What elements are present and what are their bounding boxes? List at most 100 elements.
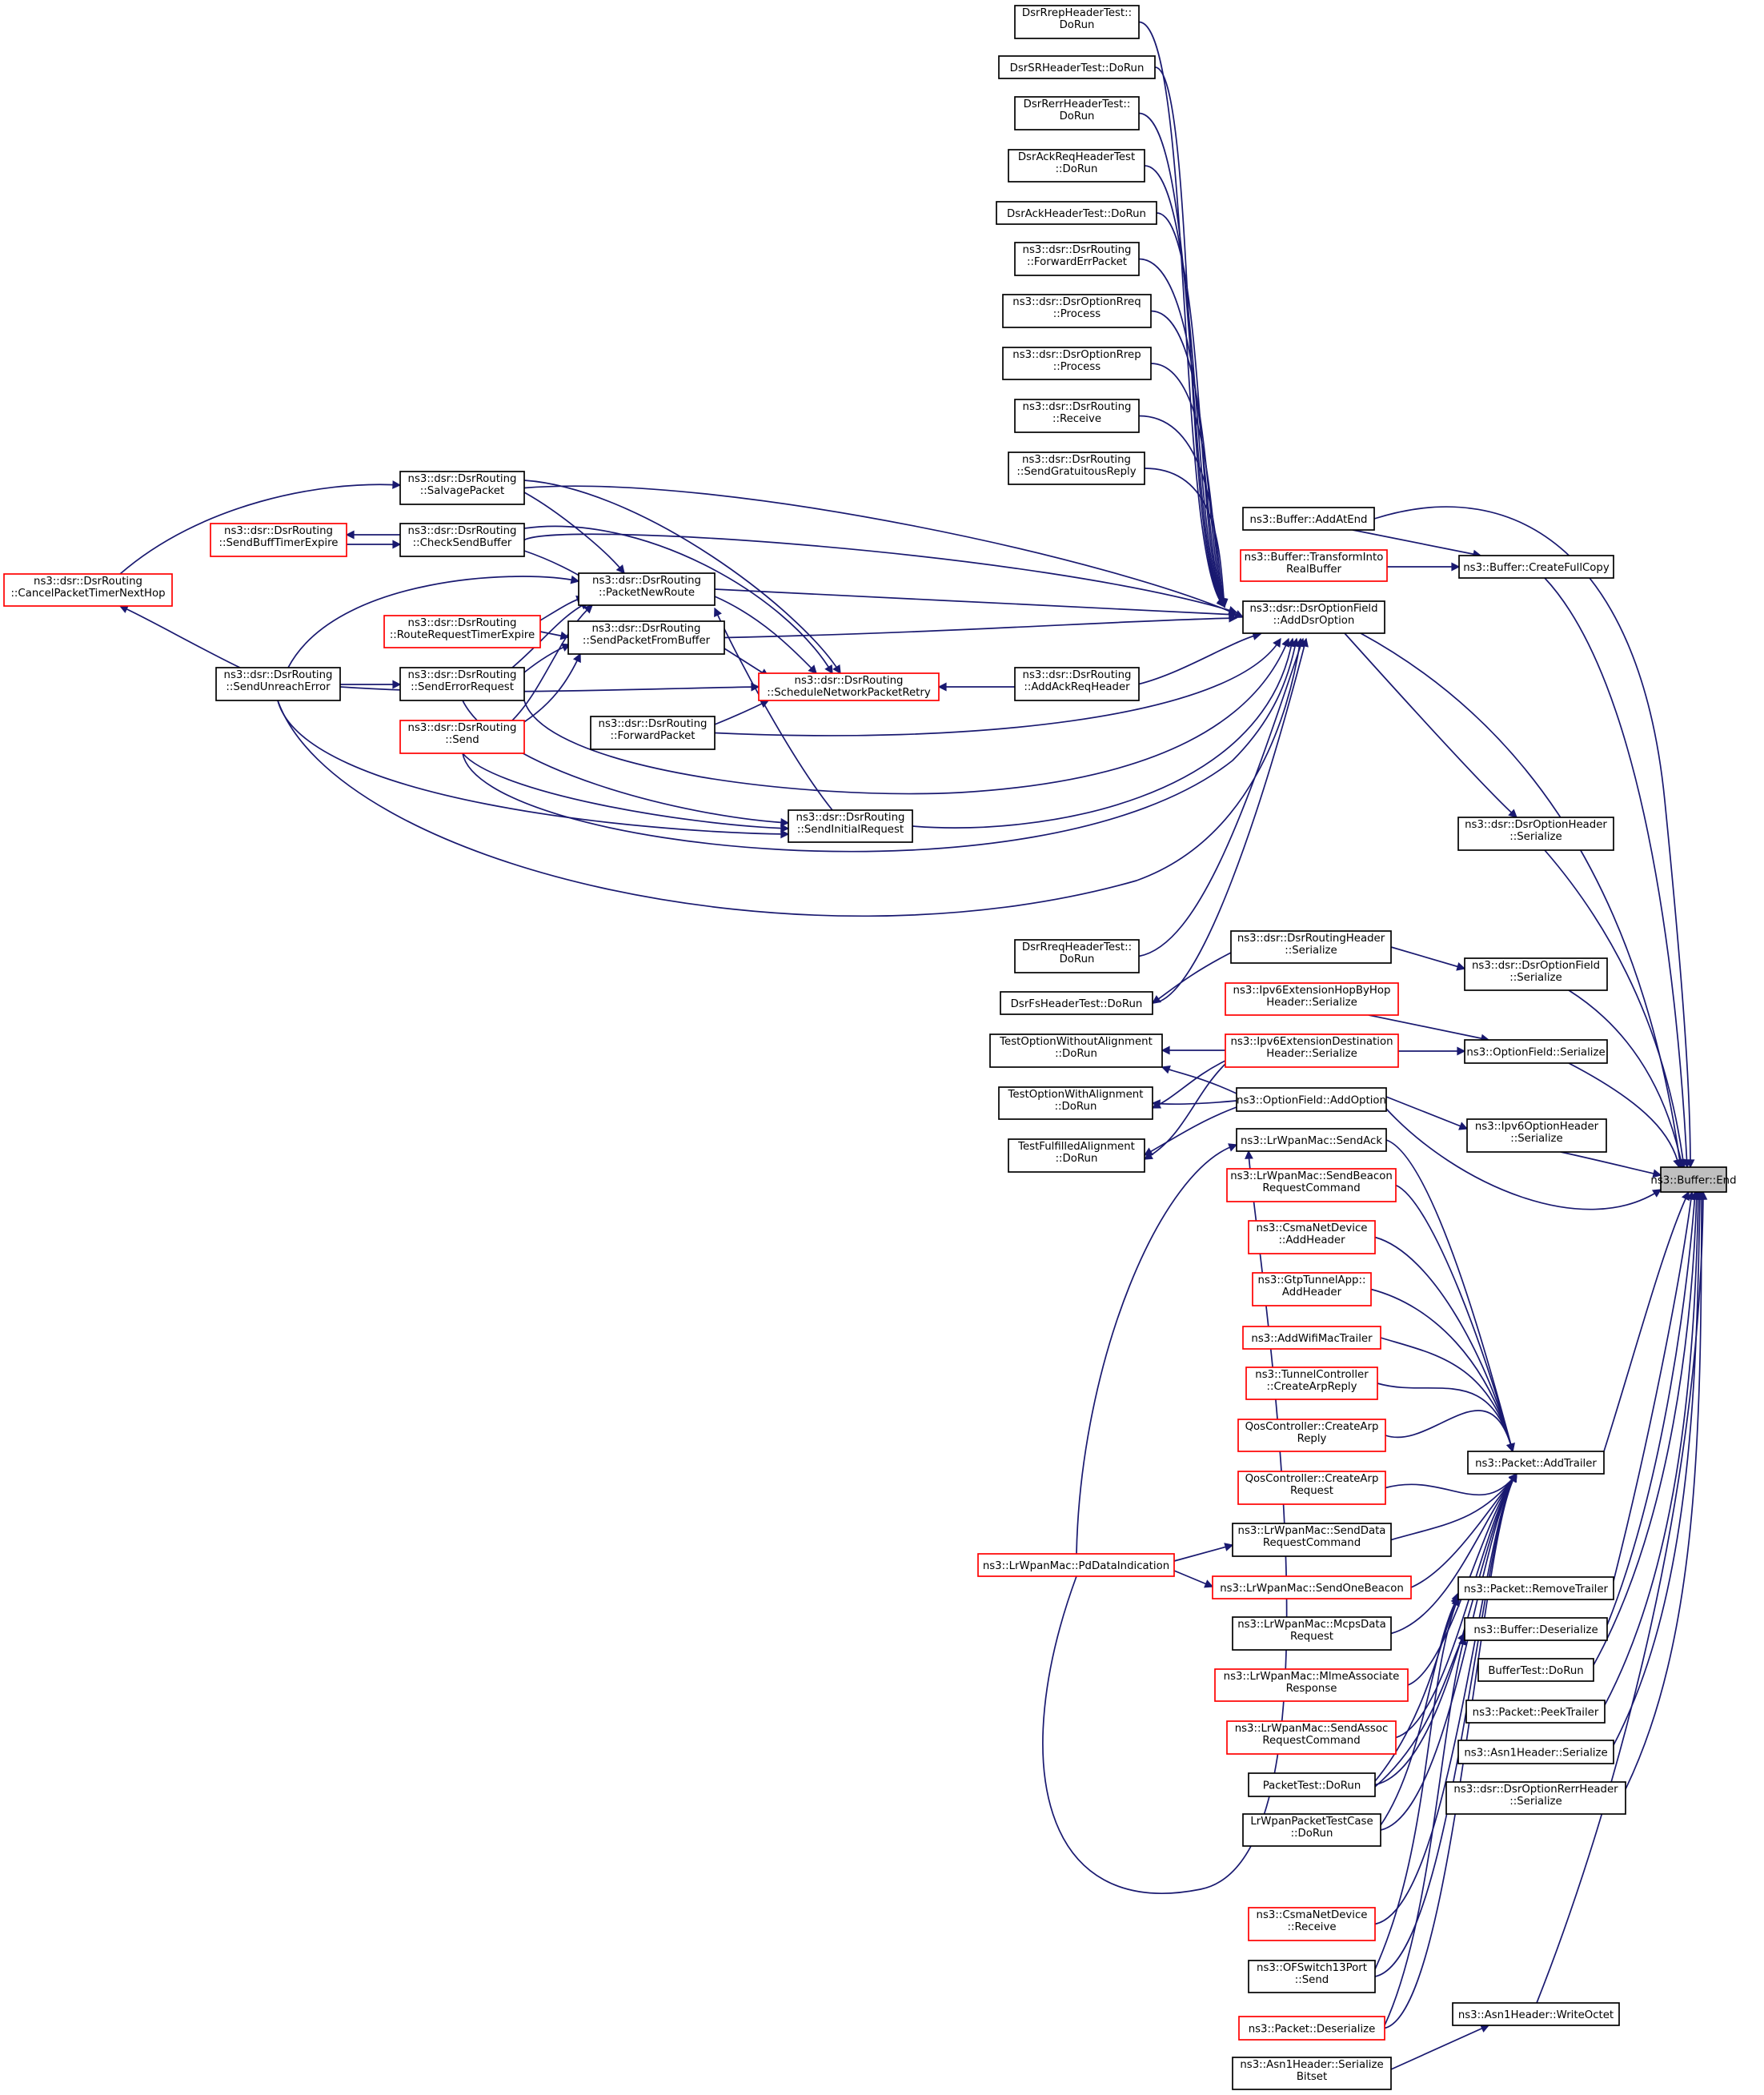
node-box bbox=[1212, 1575, 1412, 1599]
node-ipv6dest[interactable]: ns3::Ipv6ExtensionDestinationHeader::Ser… bbox=[1225, 1033, 1399, 1068]
node-ofswitchsend[interactable]: ns3::OFSwitch13Port::Send bbox=[1248, 1960, 1376, 1993]
node-fsheadertest[interactable]: DsrFsHeaderTest::DoRun bbox=[1000, 991, 1153, 1015]
node-addtrailer[interactable]: ns3::Packet::AddTrailer bbox=[1467, 1451, 1605, 1475]
node-ackreqheadertest[interactable]: DsrAckReqHeaderTest::DoRun bbox=[1008, 149, 1145, 183]
node-forwarderrpacket[interactable]: ns3::dsr::DsrRouting::ForwardErrPacket bbox=[1014, 242, 1140, 276]
node-rreqheadertest[interactable]: DsrRreqHeaderTest::DoRun bbox=[1014, 939, 1140, 973]
node-testnoalign[interactable]: TestOptionWithoutAlignment::DoRun bbox=[989, 1033, 1163, 1068]
node-root[interactable]: ns3::Buffer::End bbox=[1650, 1166, 1737, 1193]
edge-salvage-to-adddsroption bbox=[523, 485, 1244, 618]
node-dsrsend[interactable]: ns3::dsr::DsrRouting::Send bbox=[399, 720, 525, 754]
node-dsrreceive[interactable]: ns3::dsr::DsrRouting::Receive bbox=[1014, 399, 1140, 433]
edge-qosarpreply-to-addtrailer bbox=[1385, 1410, 1513, 1452]
edge-senderrorreq-to-packetnewroute bbox=[511, 601, 589, 668]
node-routereqtimer[interactable]: ns3::dsr::DsrRouting::RouteRequestTimerE… bbox=[383, 615, 541, 648]
node-removetrailer[interactable]: ns3::Packet::RemoveTrailer bbox=[1457, 1576, 1614, 1600]
node-rrepprocess[interactable]: ns3::dsr::DsrOptionRrep::Process bbox=[1002, 347, 1152, 380]
node-label-line: ns3::dsr::DsrOptionField bbox=[1249, 603, 1377, 615]
node-checksendbuffer[interactable]: ns3::dsr::DsrRouting::CheckSendBuffer bbox=[399, 523, 525, 557]
node-testfulfilled[interactable]: TestFulfilledAlignment::DoRun bbox=[1008, 1138, 1145, 1173]
node-rrepheadertest[interactable]: DsrRrepHeaderTest::DoRun bbox=[1014, 5, 1140, 39]
node-lrwpanpackettest[interactable]: LrWpanPacketTestCase::DoRun bbox=[1242, 1813, 1381, 1847]
edge-ackreqheadertest-to-adddsroption bbox=[1144, 165, 1225, 608]
node-adddsroption[interactable]: ns3::dsr::DsrOptionField::AddDsrOption bbox=[1242, 600, 1385, 634]
node-dsroptionheader[interactable]: ns3::dsr::DsrOptionHeader::Serialize bbox=[1457, 817, 1614, 851]
edge-forwardpacket-to-schedretry bbox=[714, 700, 769, 725]
node-dsrroutingheader[interactable]: ns3::dsr::DsrRoutingHeader::Serialize bbox=[1230, 930, 1392, 964]
node-packetnewroute[interactable]: ns3::dsr::DsrRouting::PacketNewRoute bbox=[578, 572, 716, 606]
node-label-line: ns3::dsr::DsrRouting bbox=[408, 617, 517, 629]
node-optionfieldser[interactable]: ns3::OptionField::Serialize bbox=[1464, 1039, 1608, 1064]
node-buffertest[interactable]: BufferTest::DoRun bbox=[1477, 1658, 1594, 1682]
node-salvage[interactable]: ns3::dsr::DsrRouting::SalvagePacket bbox=[399, 471, 525, 505]
node-label-line: Bitset bbox=[1297, 2071, 1327, 2083]
node-senderrorreq[interactable]: ns3::dsr::DsrRouting::SendErrorRequest bbox=[399, 667, 525, 701]
arrowhead-dsrsend-to-packetnewroute bbox=[583, 604, 593, 614]
node-ackheadertest[interactable]: DsrAckHeaderTest::DoRun bbox=[996, 201, 1157, 225]
node-addackreqheader[interactable]: ns3::dsr::DsrRouting::AddAckReqHeader bbox=[1014, 667, 1140, 701]
node-createfullcopy[interactable]: ns3::Buffer::CreateFullCopy bbox=[1458, 555, 1614, 579]
node-peektrailer[interactable]: ns3::Packet::PeekTrailer bbox=[1465, 1700, 1606, 1724]
node-optionfieldadd[interactable]: ns3::OptionField::AddOption bbox=[1236, 1087, 1387, 1112]
node-writeoctet[interactable]: ns3::Asn1Header::WriteOctet bbox=[1452, 2002, 1620, 2026]
node-gtpaddheader[interactable]: ns3::GtpTunnelApp::AddHeader bbox=[1252, 1272, 1372, 1306]
arrowhead-checksendbuffer-to-schedretry bbox=[824, 664, 833, 675]
node-forwardpacket[interactable]: ns3::dsr::DsrRouting::ForwardPacket bbox=[590, 716, 716, 750]
edge-pdindication-to-senddatareq bbox=[1173, 1544, 1233, 1562]
node-testalign[interactable]: TestOptionWithAlignment::DoRun bbox=[998, 1086, 1153, 1120]
node-box bbox=[399, 667, 525, 701]
node-addatend[interactable]: ns3::Buffer::AddAtEnd bbox=[1242, 507, 1375, 531]
arrowhead-pdindication-to-sendonebeacon bbox=[1204, 1579, 1214, 1588]
edge-asn1bitset-to-writeoctet bbox=[1390, 2025, 1489, 2070]
node-label-line: ::Serialize bbox=[1285, 945, 1337, 957]
node-sendfrombuffer[interactable]: ns3::dsr::DsrRouting::SendPacketFromBuff… bbox=[567, 620, 725, 655]
node-box bbox=[998, 55, 1156, 79]
node-cancelpacket[interactable]: ns3::dsr::DsrRouting::CancelPacketTimerN… bbox=[3, 573, 173, 607]
node-csmareceive[interactable]: ns3::CsmaNetDevice::Receive bbox=[1248, 1907, 1376, 1941]
node-label-line: ns3::dsr::DsrRouting bbox=[1023, 244, 1132, 256]
node-rerrheadertest[interactable]: DsrRerrHeaderTest::DoRun bbox=[1014, 96, 1140, 130]
node-qosarpreply[interactable]: QosController::CreateArpReply bbox=[1237, 1419, 1386, 1452]
node-label-line: ::SendErrorRequest bbox=[411, 681, 514, 693]
node-pdindication[interactable]: ns3::LrWpanMac::PdDataIndication bbox=[977, 1553, 1175, 1577]
node-sendbufftimer[interactable]: ns3::dsr::DsrRouting::SendBuffTimerExpir… bbox=[210, 523, 347, 557]
node-rerrheader[interactable]: ns3::dsr::DsrOptionRerrHeader::Serialize bbox=[1445, 1781, 1626, 1815]
node-sendunreach[interactable]: ns3::dsr::DsrRouting::SendUnreachError bbox=[215, 667, 341, 701]
node-csmaaddheader[interactable]: ns3::CsmaNetDevice::AddHeader bbox=[1248, 1220, 1376, 1254]
node-sendinitialreq[interactable]: ns3::dsr::DsrRouting::SendInitialRequest bbox=[788, 809, 913, 843]
edge-rreqheadertest-to-adddsroption bbox=[1138, 638, 1304, 957]
edge-optionfieldadd-to-root bbox=[1385, 1108, 1662, 1210]
node-sendack[interactable]: ns3::LrWpanMac::SendAck bbox=[1236, 1128, 1387, 1152]
node-packettest[interactable]: PacketTest::DoRun bbox=[1248, 1772, 1376, 1797]
node-label-line: ::Process bbox=[1053, 308, 1100, 320]
node-asn1ser[interactable]: ns3::Asn1Header::Serialize bbox=[1457, 1740, 1614, 1764]
node-box bbox=[788, 809, 913, 843]
node-bufferdeser[interactable]: ns3::Buffer::Deserialize bbox=[1464, 1617, 1608, 1641]
node-rreqprocess[interactable]: ns3::dsr::DsrOptionRreq::Process bbox=[1002, 294, 1152, 328]
node-box bbox=[989, 1033, 1163, 1068]
node-ipv6optionheader[interactable]: ns3::Ipv6OptionHeader::Serialize bbox=[1466, 1118, 1607, 1153]
node-addwifimactrailer[interactable]: ns3::AddWifiMacTrailer bbox=[1242, 1326, 1381, 1350]
node-ipv6hbh[interactable]: ns3::Ipv6ExtensionHopByHopHeader::Serial… bbox=[1225, 982, 1399, 1016]
node-packetdeser[interactable]: ns3::Packet::Deserialize bbox=[1238, 2016, 1385, 2041]
node-label-line: ns3::LrWpanMac::PdDataIndication bbox=[983, 1560, 1169, 1572]
node-sendonebeacon[interactable]: ns3::LrWpanMac::SendOneBeacon bbox=[1212, 1575, 1412, 1599]
node-schedretry[interactable]: ns3::dsr::DsrRouting::ScheduleNetworkPac… bbox=[758, 672, 940, 701]
node-dsroptionfieldser[interactable]: ns3::dsr::DsrOptionField::Serialize bbox=[1464, 957, 1608, 991]
node-srheadertest[interactable]: DsrSRHeaderTest::DoRun bbox=[998, 55, 1156, 79]
node-box bbox=[1225, 1033, 1399, 1068]
node-tunnelarp[interactable]: ns3::TunnelController::CreateArpReply bbox=[1245, 1367, 1378, 1400]
node-gratuitous[interactable]: ns3::dsr::DsrRouting::SendGratuitousRepl… bbox=[1008, 452, 1145, 485]
arrowhead-ipv6dest-to-testfulfilled bbox=[1143, 1151, 1154, 1160]
edge-ipv6dest-to-testfulfilled bbox=[1144, 1063, 1226, 1160]
node-box bbox=[1230, 930, 1392, 964]
node-label-line: ns3::dsr::DsrRouting bbox=[796, 812, 905, 824]
